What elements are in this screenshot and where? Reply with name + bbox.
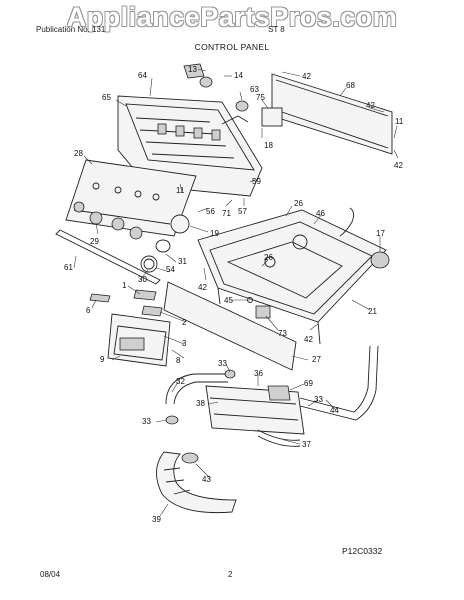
callout-64: 64 bbox=[138, 71, 147, 80]
callout-42: 42 bbox=[394, 161, 403, 170]
callout-56: 56 bbox=[206, 207, 215, 216]
header-model: ST 8 bbox=[268, 25, 285, 34]
callout-8: 8 bbox=[176, 356, 181, 365]
callout-32: 32 bbox=[176, 377, 185, 386]
callout-11: 11 bbox=[395, 117, 404, 126]
callout-33: 33 bbox=[314, 395, 323, 404]
back-panel bbox=[271, 73, 393, 155]
callout-38: 38 bbox=[196, 399, 205, 408]
callout-17: 17 bbox=[376, 229, 385, 238]
callout-42: 42 bbox=[366, 101, 375, 110]
callout-39: 39 bbox=[152, 515, 161, 524]
callout-30: 30 bbox=[138, 275, 147, 284]
callout-9: 9 bbox=[100, 355, 105, 364]
footer-page-number: 2 bbox=[228, 570, 233, 579]
header-publication: Publication No. 131 bbox=[36, 25, 106, 34]
callout-18: 18 bbox=[264, 141, 273, 150]
callout-21: 21 bbox=[368, 307, 377, 316]
callout-42: 42 bbox=[304, 335, 313, 344]
callout-59: 59 bbox=[252, 177, 261, 186]
callout-36: 36 bbox=[254, 369, 263, 378]
callout-31: 31 bbox=[178, 257, 187, 266]
callout-28: 28 bbox=[74, 149, 83, 158]
callout-26: 26 bbox=[264, 253, 273, 262]
callout-11: 11 bbox=[176, 186, 185, 195]
figure-code: P12C0332 bbox=[342, 546, 383, 556]
callout-75: 75 bbox=[256, 93, 265, 102]
module-18 bbox=[261, 107, 283, 127]
callout-42: 42 bbox=[302, 72, 311, 81]
callout-33: 33 bbox=[218, 359, 227, 368]
callout-37: 37 bbox=[302, 440, 311, 449]
callout-63: 63 bbox=[250, 85, 259, 94]
callout-57: 57 bbox=[238, 207, 247, 216]
callout-54: 54 bbox=[166, 265, 175, 274]
chassis-frame bbox=[197, 209, 387, 323]
callout-43: 43 bbox=[202, 475, 211, 484]
callout-6: 6 bbox=[86, 306, 91, 315]
callout-2: 2 bbox=[182, 318, 187, 327]
bellows-hose bbox=[156, 451, 237, 514]
callout-13: 13 bbox=[188, 65, 197, 74]
callout-1: 1 bbox=[122, 281, 127, 290]
callout-46: 46 bbox=[316, 209, 325, 218]
callout-19: 19 bbox=[210, 229, 219, 238]
callout-26: 26 bbox=[294, 199, 303, 208]
callout-14: 14 bbox=[234, 71, 243, 80]
callout-33: 33 bbox=[142, 417, 151, 426]
lower-panel bbox=[163, 281, 297, 371]
callout-61: 61 bbox=[64, 263, 73, 272]
callout-69: 69 bbox=[304, 379, 313, 388]
callout-27: 27 bbox=[312, 355, 321, 364]
diagram-title: CONTROL PANEL bbox=[194, 42, 270, 52]
watermark-logo: AppliancePartsPros.com bbox=[66, 2, 398, 32]
callout-65: 65 bbox=[102, 93, 111, 102]
callout-45: 45 bbox=[224, 296, 233, 305]
callout-44: 44 bbox=[330, 406, 339, 415]
callout-42: 42 bbox=[198, 283, 207, 292]
callout-29: 29 bbox=[90, 237, 99, 246]
callout-68: 68 bbox=[346, 81, 355, 90]
callout-71: 71 bbox=[222, 209, 231, 218]
callout-3: 3 bbox=[182, 339, 187, 348]
footer-date: 08/04 bbox=[40, 570, 61, 579]
callout-73: 73 bbox=[278, 329, 287, 338]
